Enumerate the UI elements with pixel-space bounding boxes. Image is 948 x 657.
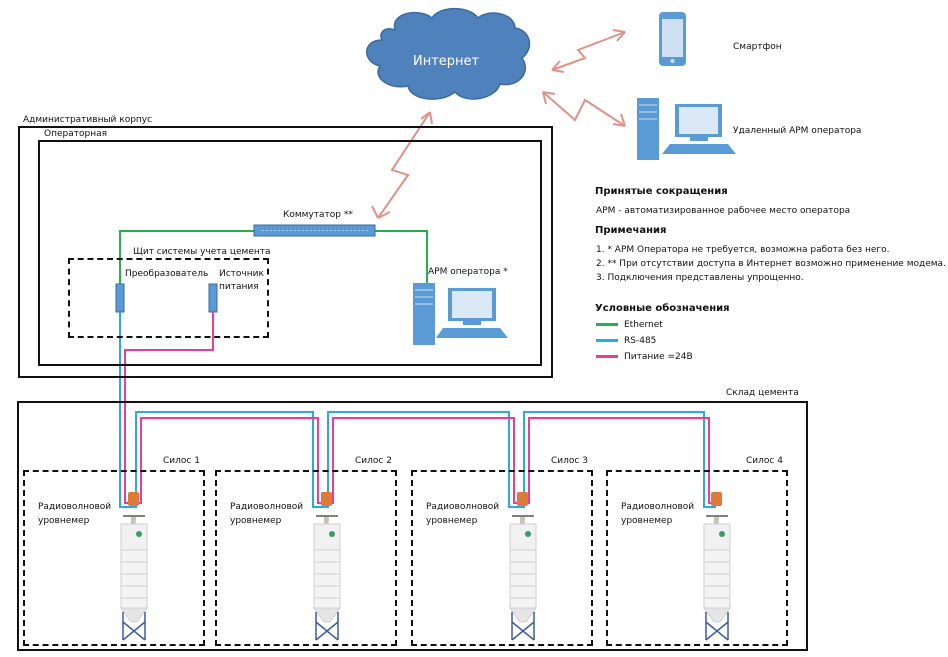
network-switch-icon — [253, 224, 376, 237]
level-sensor-icon — [517, 492, 528, 506]
switch-label: Коммутатор ** — [283, 210, 353, 220]
silo-zone — [411, 470, 593, 646]
field-bus-lines — [119, 312, 719, 508]
legend-title: Условные обозначения — [595, 303, 730, 314]
wireless-link-remote-workstation — [542, 91, 626, 127]
abbreviations-title: Принятые сокращения — [595, 186, 728, 197]
sensor-label-line2: уровнемер — [38, 516, 90, 526]
internet-cloud-icon — [366, 7, 531, 100]
operator-workstation-icon — [413, 283, 508, 345]
operator-room-box — [38, 140, 542, 366]
admin-building-label: Административный корпус — [23, 115, 153, 125]
legend-label: Питание =24В — [624, 352, 693, 362]
silo-name-label: Силос 3 — [551, 456, 588, 466]
silo-zone — [215, 470, 397, 646]
silo-name-label: Силос 1 — [163, 456, 200, 466]
sensor-label-line1: Радиоволновой — [621, 502, 695, 512]
note-item-2: 2. ** При отсутствии доступа в Интернет … — [596, 259, 946, 269]
ethernet-lines — [119, 230, 428, 285]
warehouse-box — [17, 401, 808, 651]
silo-icon — [120, 492, 148, 641]
sensor-label-line2: уровнемер — [621, 516, 673, 526]
sensor-label-line2: уровнемер — [230, 516, 282, 526]
sensor-label-line1: Радиоволновой — [38, 502, 112, 512]
remote-workstation-label: Удаленный АРМ оператора — [733, 126, 862, 136]
legend-label: Ethernet — [624, 320, 663, 330]
notes-title: Примечания — [595, 225, 667, 236]
note-item-1: 1. * АРМ Оператора не требуется, возможн… — [596, 245, 890, 255]
smartphone-label: Смартфон — [733, 42, 782, 52]
remote-workstation-icon — [637, 98, 736, 160]
level-sensor-icon — [128, 492, 139, 506]
wireless-link-smartphone — [551, 31, 626, 71]
power-supply-label-1: Источник — [219, 269, 264, 279]
sensor-label-line1: Радиоволновой — [426, 502, 500, 512]
converter-label: Преобразователь — [125, 269, 209, 279]
silo-icon — [509, 492, 537, 641]
legend-label: RS-485 — [624, 336, 657, 346]
internet-label: Интернет — [413, 54, 480, 69]
rs485-swatch — [596, 339, 618, 342]
wireless-links — [371, 29, 626, 219]
power-swatch — [596, 355, 618, 358]
silo-zone — [23, 470, 205, 646]
smartphone-icon — [659, 12, 686, 66]
sensor-label-line2: уровнемер — [426, 516, 478, 526]
abbreviation-item: АРМ - автоматизированное рабочее место о… — [596, 206, 851, 216]
cabinet-box — [68, 258, 269, 338]
silo-name-label: Силос 4 — [746, 456, 783, 466]
power-supply-label-2: питания — [219, 282, 259, 292]
operator-workstation-label: АРМ оператора * — [428, 267, 508, 277]
cabinet-label: Щит системы учета цемента — [133, 247, 271, 257]
level-sensor-icon — [321, 492, 332, 506]
admin-building-box — [18, 126, 553, 378]
silo-icon — [313, 492, 341, 641]
legend-item-rs485: RS-485 — [596, 336, 656, 346]
sensor-label-line1: Радиоволновой — [230, 502, 304, 512]
warehouse-label: Склад цемента — [726, 388, 799, 398]
level-sensor-icon — [711, 492, 722, 506]
operator-room-label: Операторная — [44, 129, 108, 139]
legend-item-power: Питание =24В — [596, 352, 693, 362]
legend-item-ethernet: Ethernet — [596, 320, 663, 330]
silo-icon — [703, 492, 731, 641]
silo-zone — [606, 470, 788, 646]
silo-name-label: Силос 2 — [355, 456, 392, 466]
ethernet-swatch — [596, 323, 618, 326]
note-item-3: 3. Подключения представлены упрощенно. — [596, 273, 804, 283]
